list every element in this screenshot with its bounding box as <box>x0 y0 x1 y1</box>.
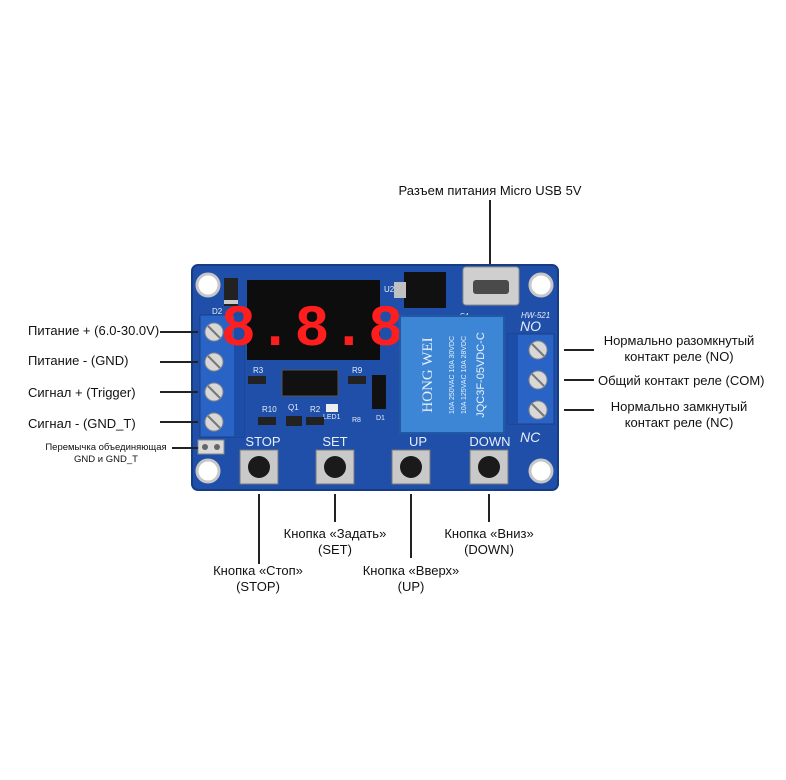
callout-line-com <box>564 379 594 381</box>
seven-segment-display <box>247 280 380 360</box>
label-no-1: Нормально разомкнутый <box>603 333 755 348</box>
regulator-u2 <box>404 272 446 308</box>
silk-d2: D2 <box>212 307 223 316</box>
label-com: Общий контакт реле (COM) <box>598 373 765 388</box>
callout-line-set <box>334 494 336 522</box>
capacitor <box>372 375 386 409</box>
silk-no: NO <box>520 318 541 334</box>
mounting-hole <box>195 458 221 484</box>
callout-line-down <box>488 494 490 522</box>
label-signal-minus: Сигнал - (GND_T) <box>28 416 136 431</box>
callout-line-stop <box>258 494 260 564</box>
set-button[interactable] <box>315 449 355 485</box>
label-up-2: (UP) <box>397 579 425 594</box>
silk-stop: STOP <box>245 434 280 449</box>
display-value: 8.8.8 <box>221 298 405 363</box>
label-stop-1: Кнопка «Стоп» <box>213 563 303 578</box>
mounting-hole <box>528 272 554 298</box>
label-usb: Разъем питания Micro USB 5V <box>398 183 582 198</box>
jumper-pads <box>197 439 225 455</box>
callout-line-jumper <box>172 447 198 449</box>
silk-q1: Q1 <box>288 403 299 412</box>
callout-line-no <box>564 349 594 351</box>
silk-u2: U2 <box>384 285 395 294</box>
callout-line-usb <box>489 200 491 264</box>
relay-brand: HONG WEI <box>420 337 436 412</box>
silk-up: UP <box>409 434 427 449</box>
board-model: HW-521 <box>521 311 550 320</box>
diode-d2 <box>224 278 238 306</box>
silk-r3: R3 <box>253 366 264 375</box>
relay-rating-2: 10A 125VAC 10A 28VDC <box>461 336 468 414</box>
silk-set: SET <box>322 434 347 449</box>
callout-line-power-plus <box>160 331 198 333</box>
up-button[interactable] <box>391 449 431 485</box>
label-power-minus: Питание - (GND) <box>28 353 129 368</box>
label-down-1: Кнопка «Вниз» <box>444 526 534 541</box>
terminal-screws-left <box>204 322 224 432</box>
label-down-2: (DOWN) <box>464 542 514 557</box>
silk-r10: R10 <box>262 405 277 414</box>
relay-rating-1: 10A 250VAC 10A 30VDC <box>449 336 456 414</box>
relay <box>399 315 505 434</box>
down-button[interactable] <box>469 449 509 485</box>
label-jumper-1: Перемычка объединяющая <box>45 442 167 453</box>
callout-line-power-minus <box>160 361 198 363</box>
label-set-2: (SET) <box>318 542 352 557</box>
relay-model: JQC3F-05VDC-C <box>475 332 487 418</box>
callout-line-signal-plus <box>160 391 198 393</box>
callout-line-nc <box>564 409 594 411</box>
silk-led1: LED1 <box>323 414 341 421</box>
silk-d1: D1 <box>376 415 385 422</box>
ic-chip <box>281 369 339 397</box>
mounting-hole <box>195 272 221 298</box>
label-nc-1: Нормально замкнутый <box>610 399 748 414</box>
led1 <box>326 404 338 412</box>
resistor-r3 <box>248 376 266 384</box>
label-jumper-2: GND и GND_T <box>74 454 138 465</box>
callout-line-signal-minus <box>160 421 198 423</box>
silk-r2: R2 <box>310 405 321 414</box>
terminal-screws-right <box>528 340 548 420</box>
silk-r9: R9 <box>352 366 363 375</box>
label-nc-2: контакт реле (NC) <box>624 415 734 430</box>
label-no-2: контакт реле (NO) <box>624 349 734 364</box>
label-set-1: Кнопка «Задать» <box>283 526 387 541</box>
label-power-plus: Питание + (6.0-30.0V) <box>28 323 160 338</box>
label-signal-plus: Сигнал + (Trigger) <box>28 385 136 400</box>
silk-r8: R8 <box>352 417 361 424</box>
callout-line-up <box>410 494 412 558</box>
silk-down: DOWN <box>469 434 510 449</box>
resistor-r9 <box>348 376 366 384</box>
silk-nc: NC <box>520 429 541 445</box>
stop-button[interactable] <box>239 449 279 485</box>
label-stop-2: (STOP) <box>236 579 280 594</box>
mounting-hole <box>528 458 554 484</box>
label-up-1: Кнопка «Вверх» <box>362 563 460 578</box>
